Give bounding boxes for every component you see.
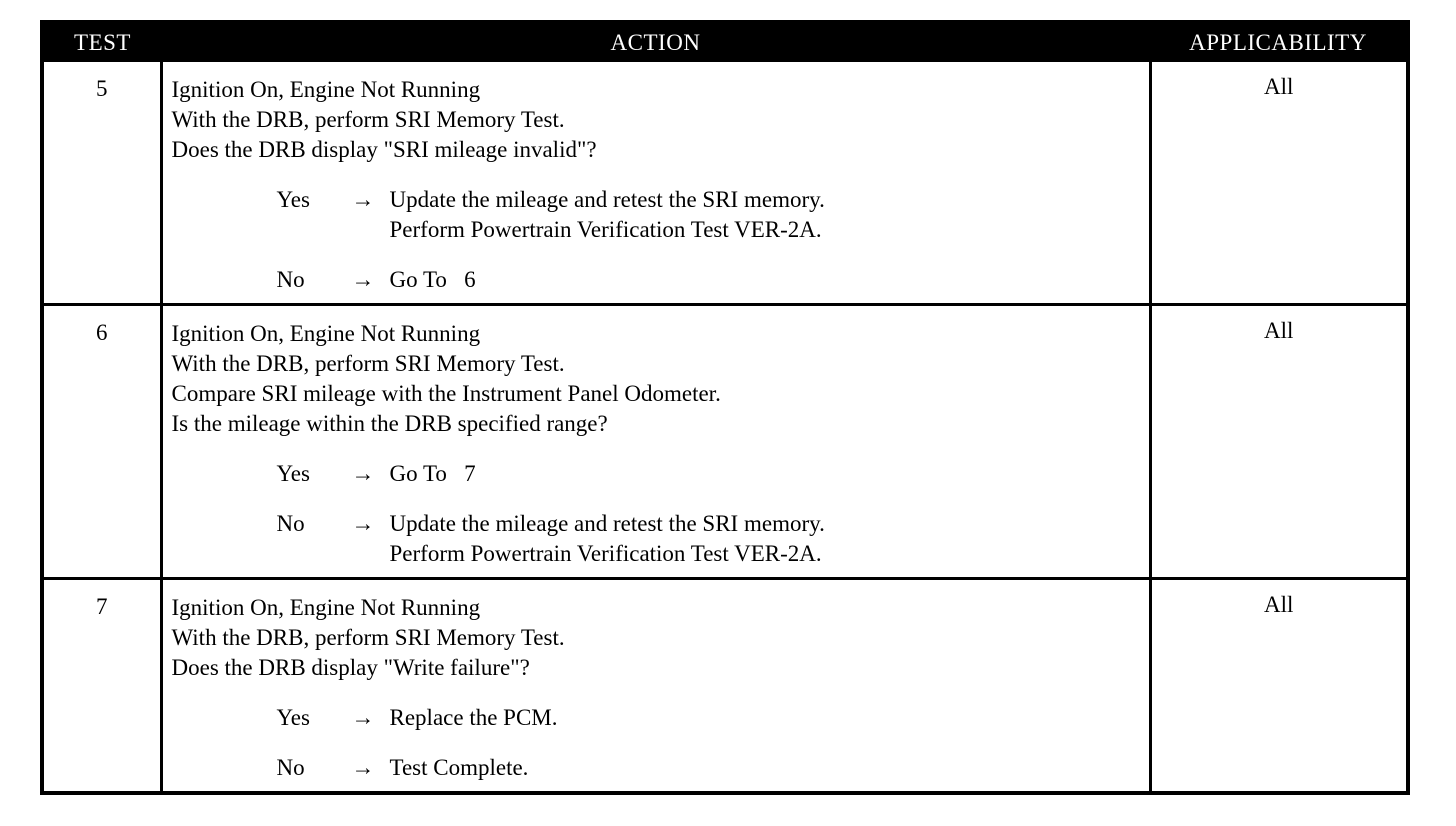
no-label: No xyxy=(276,511,305,536)
table-row: 5 Ignition On, Engine Not Running With t… xyxy=(40,62,1410,305)
no-label: No xyxy=(276,755,305,780)
result-list: Yes → Replace the PCM. No → Test Complet… xyxy=(172,703,1141,783)
outcome-line: Replace the PCM. xyxy=(389,705,558,730)
action-line: With the DRB, perform SRI Memory Test. xyxy=(171,351,565,376)
outcome-line: Go To 7 xyxy=(389,461,476,486)
right-arrow-icon: → xyxy=(351,267,375,292)
yes-label: Yes xyxy=(276,187,310,212)
action-line: Does the DRB display "Write failure"? xyxy=(171,655,530,680)
yes-outcome: Go To 7 xyxy=(390,459,476,489)
outcome-line: Update the mileage and retest the SRI me… xyxy=(389,511,825,536)
yes-result: Yes → Go To 7 xyxy=(172,459,1141,489)
yes-label: Yes xyxy=(276,461,310,486)
right-arrow-icon: → xyxy=(351,755,375,780)
right-arrow-icon: → xyxy=(351,511,375,536)
action-line: Compare SRI mileage with the Instrument … xyxy=(171,381,721,406)
no-outcome: Update the mileage and retest the SRI me… xyxy=(390,509,825,569)
outcome-line: Update the mileage and retest the SRI me… xyxy=(389,187,825,212)
outcome-line: Perform Powertrain Verification Test VER… xyxy=(389,217,822,242)
header-applicability: APPLICABILITY xyxy=(1150,22,1408,62)
no-result: No → Go To 6 xyxy=(172,265,1141,295)
header-test: TEST xyxy=(42,22,161,62)
right-arrow-icon: → xyxy=(351,461,375,486)
outcome-line: Perform Powertrain Verification Test VER… xyxy=(389,541,822,566)
action-line: With the DRB, perform SRI Memory Test. xyxy=(171,625,565,650)
applicability-cell: All xyxy=(1148,303,1410,579)
table-row: 6 Ignition On, Engine Not Running With t… xyxy=(40,303,1410,579)
no-outcome: Go To 6 xyxy=(390,265,476,295)
action-line: Ignition On, Engine Not Running xyxy=(171,595,481,620)
applicability-cell: All xyxy=(1148,577,1410,793)
result-list: Yes → Update the mileage and retest the … xyxy=(172,185,1141,295)
no-result: No → Update the mileage and retest the S… xyxy=(172,509,1141,569)
action-line: Ignition On, Engine Not Running xyxy=(171,77,481,102)
yes-outcome: Update the mileage and retest the SRI me… xyxy=(390,185,825,245)
action-cell: Ignition On, Engine Not Running With the… xyxy=(159,577,1152,793)
action-cell: Ignition On, Engine Not Running With the… xyxy=(159,62,1152,305)
yes-result: Yes → Replace the PCM. xyxy=(172,703,1141,733)
diagnostic-procedure-sheet: TEST ACTION APPLICABILITY 5 Ignition On,… xyxy=(40,20,1410,795)
applicability-cell: All xyxy=(1148,62,1410,305)
action-line: Does the DRB display "SRI mileage invali… xyxy=(171,137,597,162)
test-number: 7 xyxy=(40,577,163,793)
yes-result: Yes → Update the mileage and retest the … xyxy=(172,185,1141,245)
action-cell: Ignition On, Engine Not Running With the… xyxy=(159,303,1152,579)
table-row: 7 Ignition On, Engine Not Running With t… xyxy=(40,577,1410,793)
table-header: TEST ACTION APPLICABILITY xyxy=(42,22,1408,62)
action-line: Is the mileage within the DRB specified … xyxy=(171,411,608,436)
header-action: ACTION xyxy=(161,22,1150,62)
no-outcome: Test Complete. xyxy=(390,753,529,783)
outcome-line: Test Complete. xyxy=(389,755,529,780)
no-result: No → Test Complete. xyxy=(172,753,1141,783)
right-arrow-icon: → xyxy=(351,705,375,730)
result-list: Yes → Go To 7 No → Update the mileage an… xyxy=(172,459,1141,569)
outcome-line: Go To 6 xyxy=(389,267,476,292)
test-number: 6 xyxy=(40,303,163,579)
action-line: With the DRB, perform SRI Memory Test. xyxy=(171,107,565,132)
no-label: No xyxy=(276,267,305,292)
diagnostic-test-table: TEST ACTION APPLICABILITY 5 Ignition On,… xyxy=(40,20,1410,795)
test-number: 5 xyxy=(40,62,163,305)
right-arrow-icon: → xyxy=(351,187,375,212)
yes-label: Yes xyxy=(276,705,310,730)
action-line: Ignition On, Engine Not Running xyxy=(171,321,481,346)
yes-outcome: Replace the PCM. xyxy=(390,703,558,733)
